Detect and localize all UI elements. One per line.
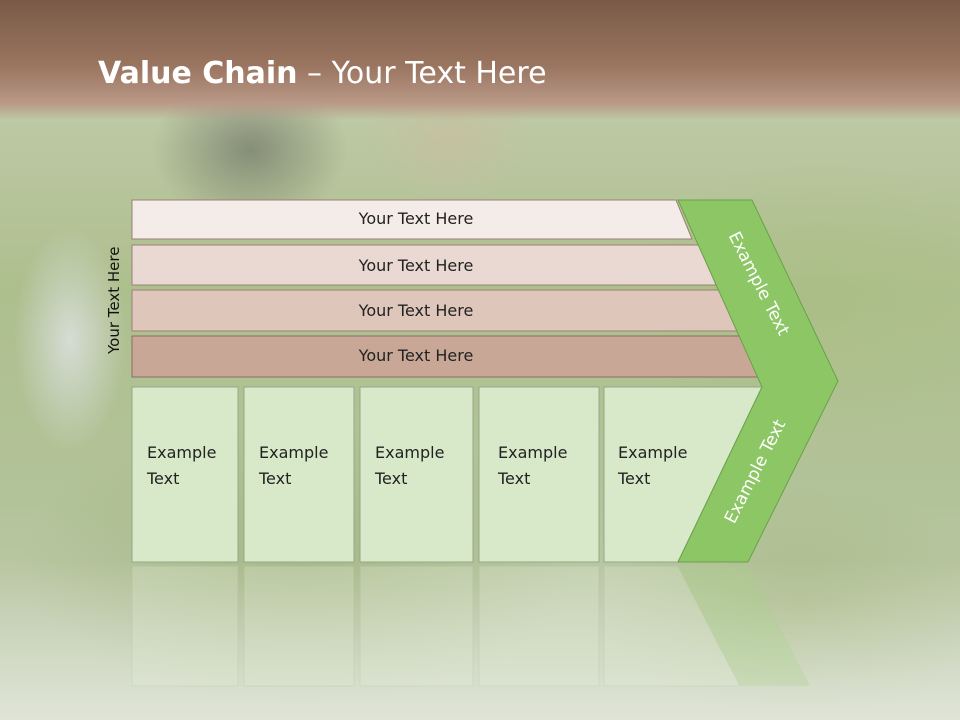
primary-box-3-line2: Text xyxy=(375,469,408,488)
primary-box-1-line1: Example xyxy=(147,443,217,462)
primary-box-2-shape[interactable] xyxy=(243,386,355,563)
primary-box-5-line2: Text xyxy=(618,469,651,488)
primary-box-3-shape[interactable] xyxy=(359,386,474,563)
diagram-reflection xyxy=(131,565,810,687)
primary-box-4-shape[interactable] xyxy=(478,386,600,563)
primary-box-1-shape[interactable] xyxy=(131,386,239,563)
support-row-4-label: Your Text Here xyxy=(358,346,474,365)
title-rest: – Your Text Here xyxy=(297,56,547,91)
primary-box-1-line2: Text xyxy=(147,469,180,488)
title-bold: Value Chain xyxy=(98,56,298,91)
background-fade xyxy=(0,560,960,720)
support-row-3-label: Your Text Here xyxy=(358,301,474,320)
support-row-1-label: Your Text Here xyxy=(358,209,474,228)
support-row-2-label: Your Text Here xyxy=(358,256,474,275)
title-bar xyxy=(0,0,960,120)
primary-box-3-line1: Example xyxy=(375,443,445,462)
primary-box-2-line1: Example xyxy=(259,443,329,462)
slide-title: Value Chain – Your Text Here xyxy=(98,55,547,93)
primary-box-5-line1: Example xyxy=(618,443,688,462)
margin-chevron[interactable] xyxy=(677,199,839,563)
primary-box-4-line1: Example xyxy=(498,443,568,462)
primary-box-4-line2: Text xyxy=(498,469,531,488)
support-row-1-shape[interactable] xyxy=(131,199,693,240)
primary-box-2-line2: Text xyxy=(259,469,292,488)
